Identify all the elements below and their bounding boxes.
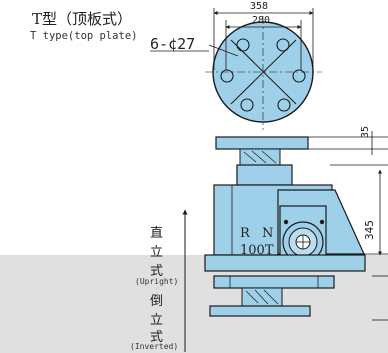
dim-plate-thickness: 35 [360, 125, 371, 138]
holes-leader-line [208, 44, 239, 57]
title-chinese: T型（顶板式） [32, 10, 133, 28]
upright-char-3: 式 [150, 264, 164, 279]
inverted-screw [241, 287, 283, 307]
side-view-inverted [209, 275, 335, 317]
bolt-hole [236, 38, 250, 52]
bolt-hole [292, 69, 306, 83]
motor-label-n: N [262, 226, 274, 241]
screw [239, 148, 281, 166]
motor-label-r: R [240, 226, 250, 241]
inverted-char-3: 式 [150, 330, 164, 345]
upper-housing [236, 164, 293, 186]
mounting-base [204, 254, 366, 272]
inverted-base [213, 275, 335, 289]
dim-upright-height: 345 [363, 220, 376, 240]
inverted-char-2: 立 [150, 313, 164, 328]
bolt-hole [240, 98, 254, 112]
top-plate-view [205, 16, 322, 130]
width-dimensions [213, 8, 314, 70]
bolt-hole [220, 69, 234, 83]
title-english: T type(top plate) [30, 30, 138, 42]
upright-char-2: 立 [150, 245, 164, 260]
inverted-english: (Inverted) [130, 342, 179, 351]
dim-bolt-circle: 280 [252, 15, 271, 26]
upright-english: (Upright) [135, 277, 179, 286]
side-top-plate [215, 136, 309, 150]
motor-label-code: 100T [240, 243, 274, 258]
height-dimensions [308, 131, 388, 321]
inverted-char-1: 倒 [150, 294, 164, 309]
bolt-hole [276, 38, 290, 52]
dim-outer-width: 358 [250, 1, 269, 12]
dim-holes: 6-¢27 [150, 35, 196, 53]
bolt-holes [220, 38, 306, 112]
bolt-hole [277, 98, 291, 112]
inverted-plate [209, 305, 311, 317]
upright-char-1: 直 [150, 226, 164, 241]
side-view-upright [204, 136, 366, 272]
